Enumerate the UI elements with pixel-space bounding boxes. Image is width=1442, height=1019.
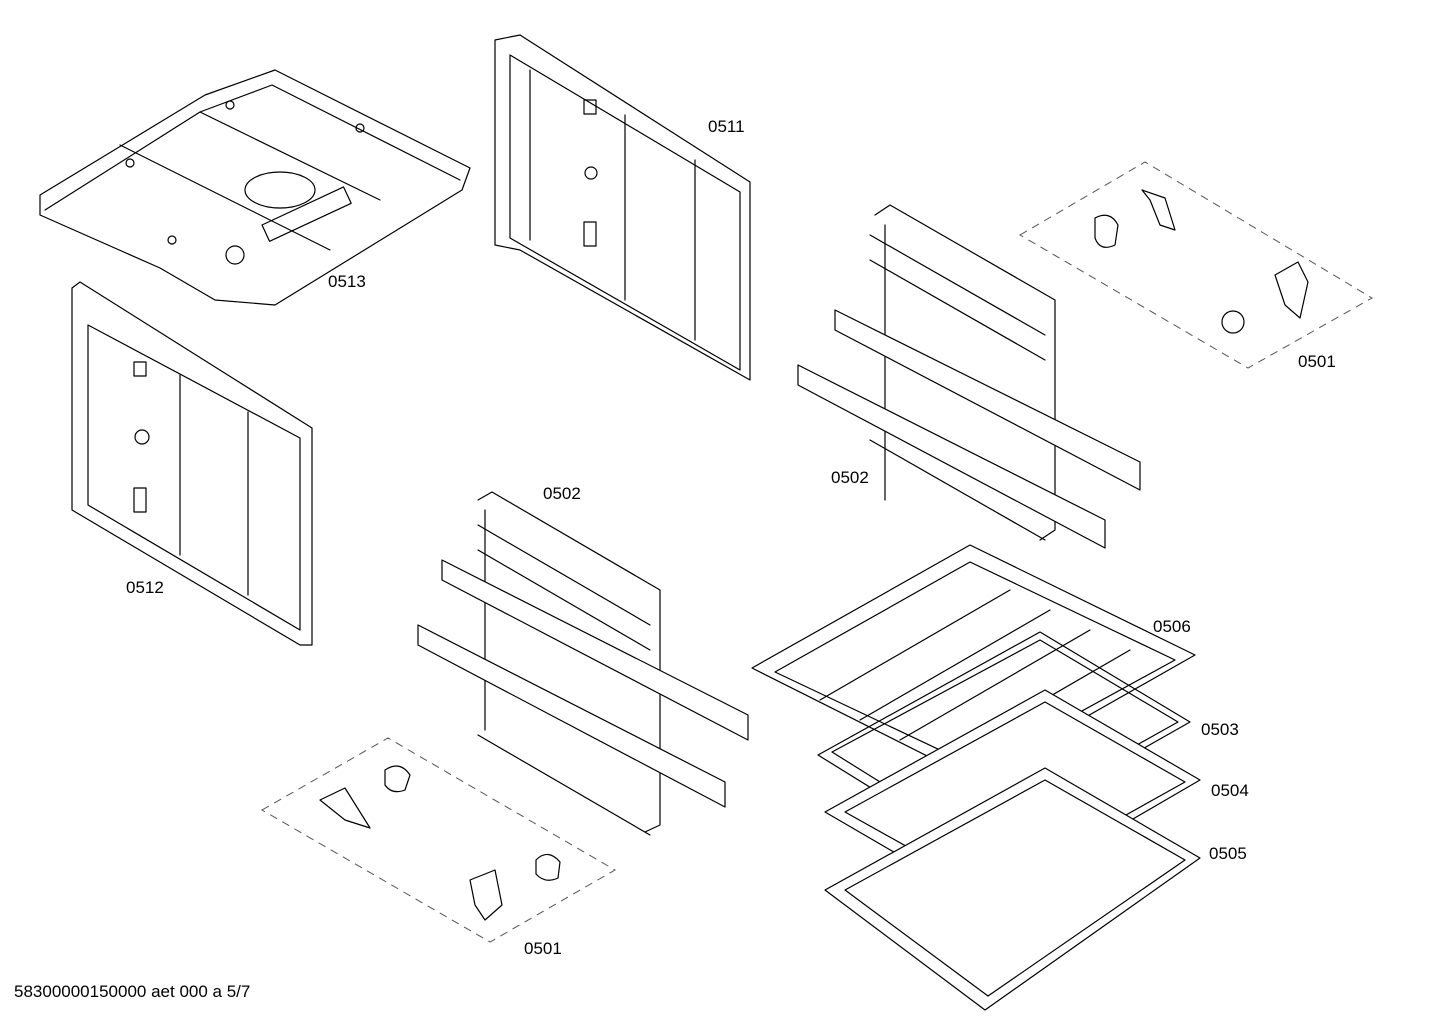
side-panel-0512 — [71, 281, 313, 646]
top-plate-0513 — [39, 69, 471, 306]
label-0506: 0506 — [1153, 617, 1191, 636]
label-0501-right: 0501 — [1298, 352, 1336, 371]
rack-rail-0502-center — [417, 491, 749, 836]
label-0512: 0512 — [126, 578, 164, 597]
rack-rail-0502-right — [797, 204, 1141, 549]
label-0505: 0505 — [1209, 844, 1247, 863]
label-0504: 0504 — [1211, 781, 1249, 800]
label-0501-left: 0501 — [524, 939, 562, 958]
label-0513: 0513 — [328, 272, 366, 291]
clip-set-0501-left — [260, 737, 616, 943]
label-0503: 0503 — [1201, 720, 1239, 739]
drawing-number: 58300000150000 aet 000 a 5/7 — [14, 982, 251, 1001]
tray-stack — [751, 544, 1201, 1011]
label-0502-right: 0502 — [831, 468, 869, 487]
clip-set-0501-right — [1019, 161, 1373, 369]
label-0511: 0511 — [708, 117, 745, 136]
side-panel-0511 — [494, 34, 751, 381]
label-0502-center: 0502 — [543, 484, 581, 503]
